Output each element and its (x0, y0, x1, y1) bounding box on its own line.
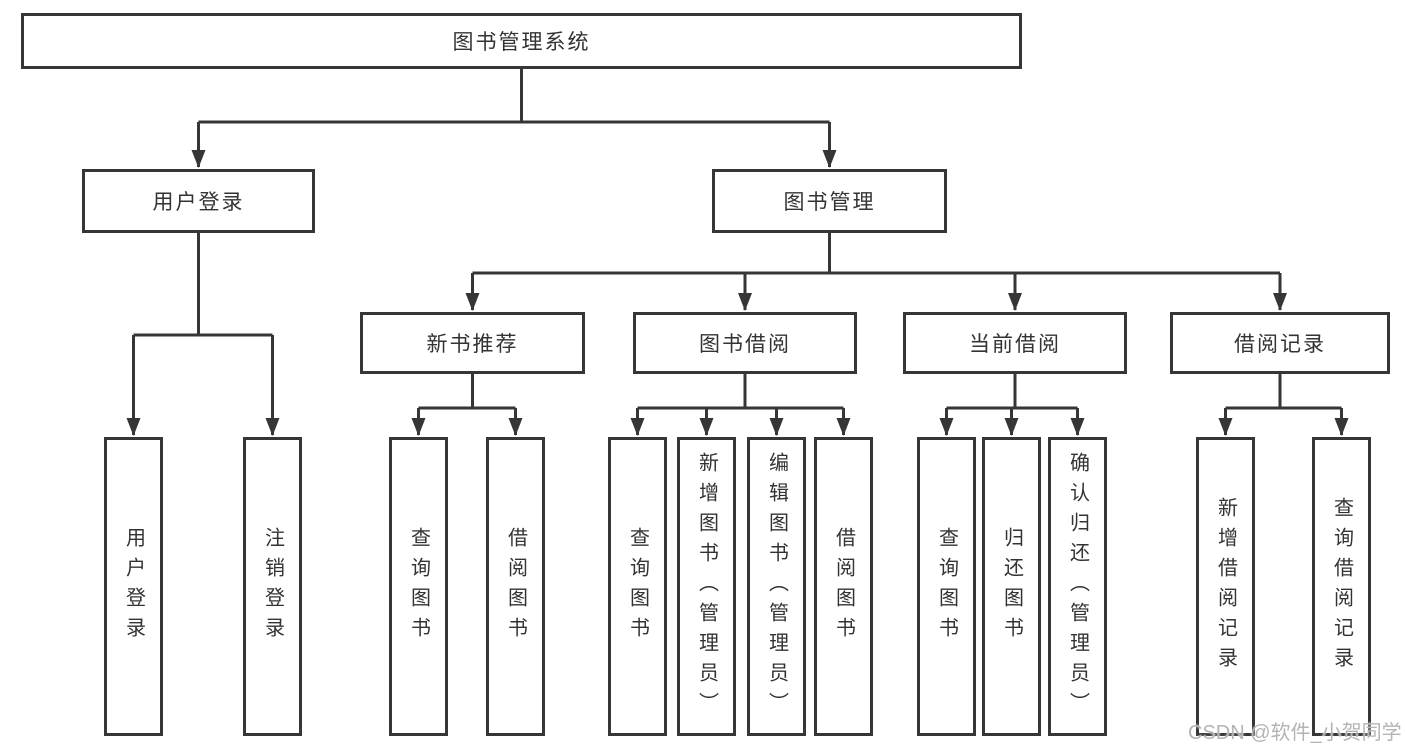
node-leaf-rec-query-books-label: 查询图书 (407, 526, 430, 647)
node-leaf-logout: 注销登录 (243, 437, 302, 736)
user-login-connectors (126, 233, 280, 436)
node-leaf-bb-add-books: 新增图书（管理员） (677, 437, 736, 736)
node-leaf-bb-borrow-books: 借阅图书 (814, 437, 873, 736)
book-mgmt-connectors (465, 233, 1287, 311)
node-root: 图书管理系统 (21, 13, 1022, 69)
node-user-login-label: 用户登录 (152, 191, 245, 214)
node-leaf-br-query-record-label: 查询借阅记录 (1330, 496, 1353, 677)
node-leaf-br-query-record: 查询借阅记录 (1312, 437, 1371, 736)
node-leaf-br-add-record-label: 新增借阅记录 (1214, 496, 1237, 677)
node-leaf-logout-label: 注销登录 (261, 526, 284, 647)
node-leaf-cb-query-books: 查询图书 (917, 437, 976, 736)
node-leaf-rec-borrow-books-label: 借阅图书 (504, 526, 527, 647)
current-borrow-connectors (939, 374, 1085, 436)
node-leaf-bb-query-books: 查询图书 (608, 437, 667, 736)
node-leaf-rec-borrow-books: 借阅图书 (486, 437, 545, 736)
node-leaf-cb-query-books-label: 查询图书 (935, 526, 958, 647)
node-root-label: 图书管理系统 (452, 31, 591, 54)
node-book-mgmt-label: 图书管理 (783, 191, 876, 214)
borrow-records-connectors (1218, 374, 1349, 436)
node-leaf-cb-return-books: 归还图书 (982, 437, 1041, 736)
node-book-mgmt: 图书管理 (712, 169, 947, 233)
node-leaf-bb-query-books-label: 查询图书 (626, 526, 649, 647)
node-book-borrow: 图书借阅 (633, 312, 857, 374)
node-leaf-bb-borrow-books-label: 借阅图书 (832, 526, 855, 647)
node-leaf-bb-edit-books: 编辑图书（管理员） (747, 437, 806, 736)
node-leaf-login: 用户登录 (104, 437, 163, 736)
node-borrow-records-label: 借阅记录 (1234, 333, 1326, 356)
node-leaf-login-label: 用户登录 (122, 526, 145, 647)
node-current-borrow-label: 当前借阅 (969, 333, 1061, 356)
node-current-borrow: 当前借阅 (903, 312, 1127, 374)
node-new-book-rec: 新书推荐 (360, 312, 585, 374)
node-leaf-bb-edit-books-label: 编辑图书（管理员） (765, 451, 788, 722)
node-leaf-cb-confirm-return: 确认归还（管理员） (1048, 437, 1107, 736)
node-new-book-rec-label: 新书推荐 (426, 333, 519, 356)
node-leaf-bb-add-books-label: 新增图书（管理员） (695, 451, 718, 722)
node-borrow-records: 借阅记录 (1170, 312, 1390, 374)
node-leaf-br-add-record: 新增借阅记录 (1196, 437, 1255, 736)
new-book-rec-connectors (411, 374, 523, 436)
csdn-watermark: CSDN @软件_小贺同学 (1188, 722, 1402, 744)
node-leaf-rec-query-books: 查询图书 (389, 437, 448, 736)
node-book-borrow-label: 图书借阅 (699, 333, 791, 356)
node-leaf-cb-confirm-return-label: 确认归还（管理员） (1066, 451, 1089, 722)
root-connectors (191, 69, 837, 168)
node-leaf-cb-return-books-label: 归还图书 (1000, 526, 1023, 647)
book-borrow-connectors (630, 374, 851, 436)
node-user-login: 用户登录 (82, 169, 315, 233)
